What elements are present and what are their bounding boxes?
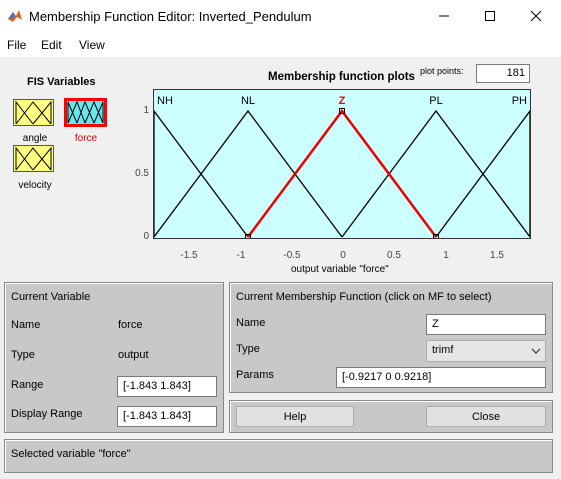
mf-triangles-icon xyxy=(67,100,104,124)
x-axis-label: output variable "force" xyxy=(291,264,389,275)
mf-plot-area[interactable]: NH NL PL PH Z xyxy=(153,89,531,240)
current-variable-title: Current Variable xyxy=(11,291,91,303)
x-tick: 1.5 xyxy=(490,250,504,261)
mf-name-label: Name xyxy=(236,317,266,329)
y-tick-0: 0 xyxy=(143,231,149,242)
status-bar: Selected variable "force" xyxy=(4,439,553,473)
window-title: Membership Function Editor: Inverted_Pen… xyxy=(29,9,312,24)
variable-type-label: Type xyxy=(11,349,35,361)
range-input[interactable]: [-1.843 1.843] xyxy=(117,376,217,397)
minimize-button[interactable] xyxy=(421,0,467,32)
variable-angle-icon[interactable] xyxy=(13,99,54,126)
variable-velocity-icon[interactable] xyxy=(13,145,54,172)
current-mf-title: Current Membership Function (click on MF… xyxy=(236,291,492,303)
buttons-panel: Help Close xyxy=(229,400,553,433)
mf-type-label: Type xyxy=(236,343,260,355)
mf-handle[interactable] xyxy=(339,108,345,114)
mf-triangles-icon xyxy=(15,100,52,125)
range-label: Range xyxy=(11,379,44,391)
menu-view[interactable]: View xyxy=(79,38,105,52)
mf-type-value: trimf xyxy=(432,344,454,356)
minimize-icon xyxy=(439,15,449,17)
matlab-icon xyxy=(8,10,22,22)
mf-line-nh[interactable] xyxy=(153,109,249,238)
mf-label-pl: PL xyxy=(429,95,442,107)
close-icon xyxy=(530,10,542,22)
variable-angle-label: angle xyxy=(22,133,48,144)
mf-label-nh: NH xyxy=(157,95,173,107)
mf-name-input[interactable]: Z xyxy=(426,314,546,335)
y-tick-1: 1 xyxy=(143,105,149,116)
current-mf-panel: Current Membership Function (click on MF… xyxy=(229,282,553,393)
mf-line-nl[interactable] xyxy=(153,109,343,238)
close-button[interactable]: Close xyxy=(426,406,546,427)
mf-params-label: Params xyxy=(236,369,274,381)
menu-bar: File Edit View xyxy=(0,32,561,57)
mf-line-z[interactable] xyxy=(246,108,438,238)
mf-label-ph: PH xyxy=(512,95,527,107)
status-text: Selected variable "force" xyxy=(11,448,131,460)
x-tick: -1 xyxy=(236,250,246,261)
variable-type-value: output xyxy=(118,349,149,361)
plot-title: Membership function plots xyxy=(268,71,415,83)
close-window-button[interactable] xyxy=(513,0,559,32)
mf-line-pl[interactable] xyxy=(341,109,531,238)
title-bar: Membership Function Editor: Inverted_Pen… xyxy=(0,0,561,32)
x-tick: 0.5 xyxy=(387,250,401,261)
mf-label-z: Z xyxy=(339,95,346,107)
display-range-label: Display Range xyxy=(11,408,83,420)
menu-file[interactable]: File xyxy=(7,38,27,52)
fis-variables-title: FIS Variables xyxy=(27,76,96,88)
maximize-button[interactable] xyxy=(467,0,513,32)
variable-force-label: force xyxy=(74,133,98,144)
x-tick: -0.5 xyxy=(283,250,301,261)
mf-type-select[interactable]: trimf xyxy=(426,340,546,362)
current-variable-panel: Current Variable Name force Type output … xyxy=(4,282,224,433)
mf-params-input[interactable]: [-0.9217 0 0.9218] xyxy=(336,367,546,388)
maximize-icon xyxy=(485,11,495,21)
mf-plot-svg: NH NL PL PH Z xyxy=(153,95,531,240)
plot-points-input[interactable]: 181 xyxy=(476,64,530,83)
variable-name-value: force xyxy=(118,319,143,331)
x-tick: 0 xyxy=(340,250,346,261)
help-button[interactable]: Help xyxy=(236,406,354,427)
x-tick: 1 xyxy=(443,250,449,261)
chevron-down-icon xyxy=(531,348,541,354)
variable-force-icon[interactable] xyxy=(64,98,107,127)
plot-points-label: plot points: xyxy=(420,66,464,76)
mf-triangles-icon xyxy=(15,146,52,171)
variable-name-label: Name xyxy=(11,319,41,331)
variable-velocity-label: velocity xyxy=(18,180,52,191)
x-tick: -1.5 xyxy=(180,250,198,261)
y-tick-0.5: 0.5 xyxy=(135,168,149,179)
menu-edit[interactable]: Edit xyxy=(41,38,62,52)
display-range-input[interactable]: [-1.843 1.843] xyxy=(117,406,217,427)
mf-label-nl: NL xyxy=(241,95,255,107)
